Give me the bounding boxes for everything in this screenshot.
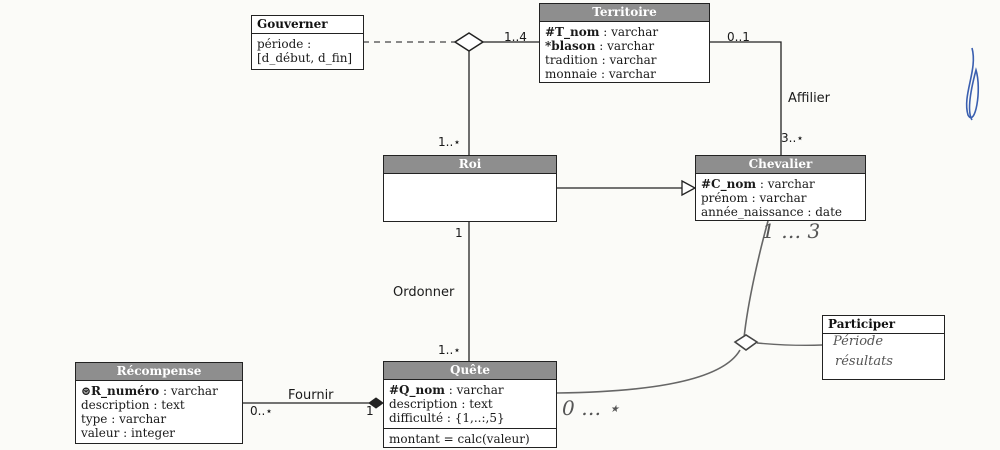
class-territoire-title: Territoire <box>540 4 709 22</box>
signature-mark <box>965 47 980 121</box>
class-gouverner-title: Gouverner <box>252 16 363 34</box>
mult-quete-participer-handwritten: 0 … ⋆ <box>562 396 620 420</box>
participer-quete-line <box>556 349 741 394</box>
territoire-attr: #T_nom : varchar <box>545 25 659 39</box>
quete-attr: description : text <box>389 397 493 411</box>
class-participer-title: Participer <box>823 316 944 334</box>
recompense-attr: valeur : integer <box>81 426 176 440</box>
participer-chevalier-line <box>743 220 769 339</box>
class-gouverner: Gouverner période : [d_début, d_fin] <box>251 15 364 70</box>
class-participer: Participer Période résultats <box>822 315 945 380</box>
chevalier-attr: prénom : varchar <box>701 191 807 205</box>
quete-attr: difficulté : {1,..:,5} <box>389 411 505 425</box>
gouverner-diamond <box>453 32 485 52</box>
recompense-attr: ⊛R_numéro : varchar <box>81 384 218 398</box>
class-chevalier: Chevalier #C_nom : varchar prénom : varc… <box>695 155 866 221</box>
class-roi-title: Roi <box>384 156 556 174</box>
class-recompense-title: Récompense <box>76 363 242 381</box>
association-ordonner-label: Ordonner <box>393 285 455 300</box>
class-territoire: Territoire #T_nom : varchar *blason : va… <box>539 3 710 83</box>
participer-diamond <box>733 334 759 351</box>
chevalier-attr: #C_nom : varchar <box>701 177 815 191</box>
mult-territoire-gouverner: 1..4 <box>504 30 527 44</box>
class-recompense: Récompense ⊛R_numéro : varchar descripti… <box>75 362 243 444</box>
participer-handwritten-attr: résultats <box>835 354 893 369</box>
class-quete-title: Quête <box>384 362 556 380</box>
chevalier-attr: année_naissance : date <box>701 205 842 219</box>
territoire-attr: monnaie : varchar <box>545 67 656 81</box>
association-affilier-label: Affilier <box>788 91 831 106</box>
recompense-attr: type : varchar <box>81 412 167 426</box>
inheritance-arrowhead <box>681 179 697 197</box>
class-quete: Quête #Q_nom : varchar description : tex… <box>383 361 557 448</box>
participer-class-link <box>756 342 823 347</box>
mult-roi-ordonner: 1 <box>455 226 463 240</box>
gouverner-attr: [d_début, d_fin] <box>257 51 353 65</box>
mult-quete-fournir: 1 <box>366 404 374 418</box>
class-roi: Roi <box>383 155 557 222</box>
gouverner-attr: période : <box>257 37 312 51</box>
mult-chevalier-participer-handwritten: 1 … 3 <box>762 219 821 243</box>
territoire-attr: tradition : varchar <box>545 53 657 67</box>
mult-recompense-fournir: 0..⋆ <box>250 404 273 418</box>
association-fournir-label: Fournir <box>288 388 334 403</box>
mult-roi-gouverner: 1..⋆ <box>438 135 461 149</box>
territoire-attr: *blason : varchar <box>545 39 655 53</box>
quete-attr: #Q_nom : varchar <box>389 383 504 397</box>
recompense-attr: description : text <box>81 398 185 412</box>
mult-territoire-affilier: 0..1 <box>727 30 750 44</box>
participer-handwritten-attr: Période <box>833 334 884 349</box>
mult-chevalier-affilier: 3..⋆ <box>781 131 804 145</box>
class-chevalier-title: Chevalier <box>696 156 865 174</box>
mult-quete-ordonner: 1..⋆ <box>438 343 461 357</box>
quete-operation: montant = calc(valeur) <box>384 428 556 449</box>
affilier-line <box>710 41 782 155</box>
